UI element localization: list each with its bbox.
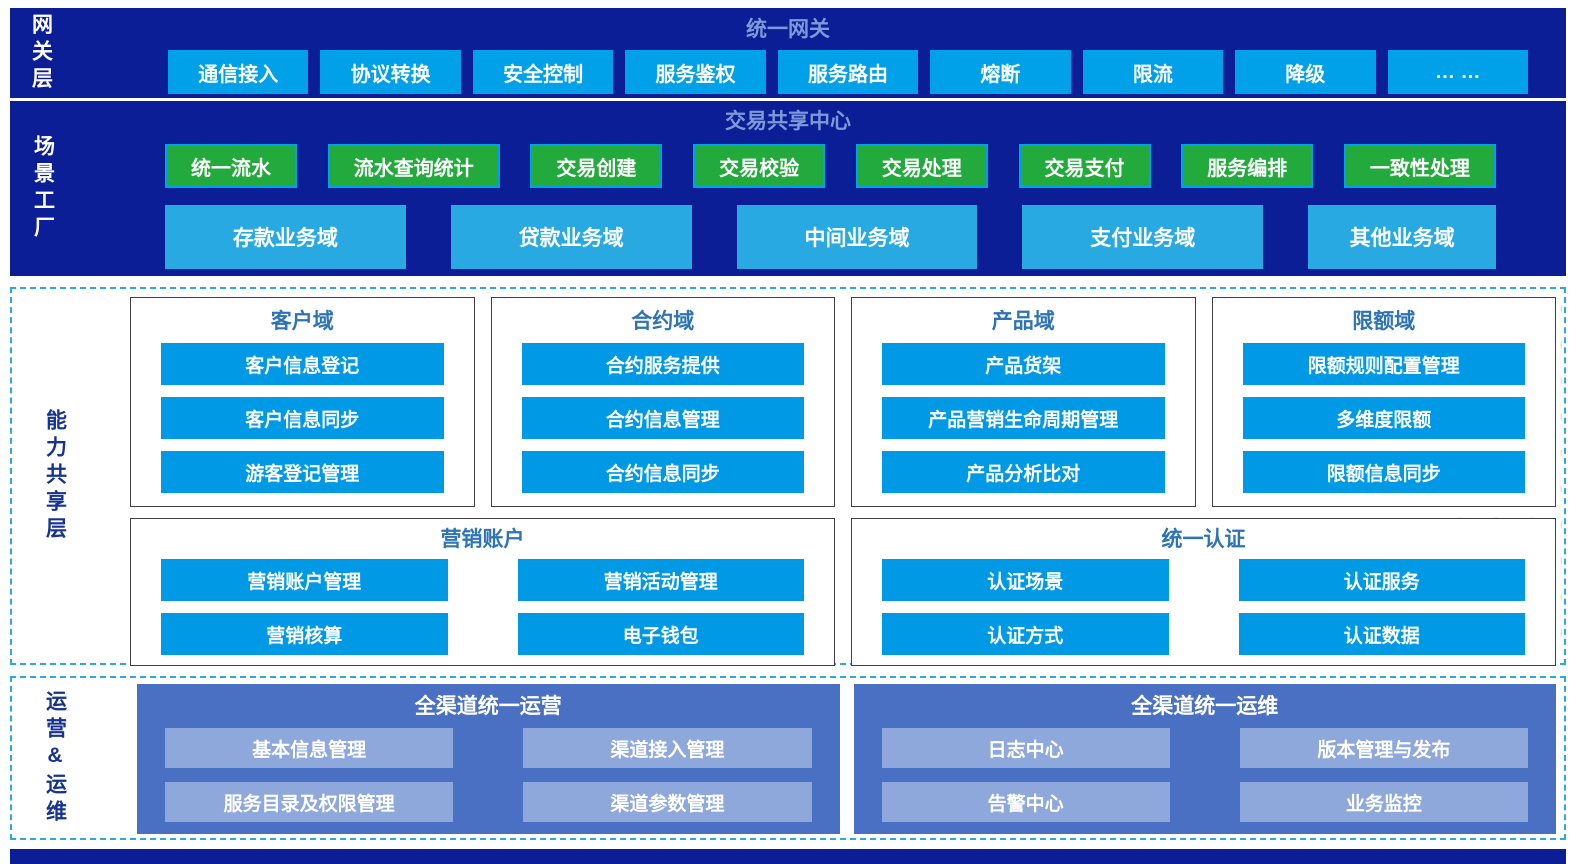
gateway-item-more: … … bbox=[1387, 50, 1528, 94]
business-domains-row: 存款业务域 贷款业务域 中间业务域 支付业务域 其他业务域 bbox=[165, 205, 1496, 269]
gateway-item: 限流 bbox=[1082, 50, 1224, 94]
operations-item: 渠道接入管理 bbox=[523, 728, 812, 768]
group-title: 合约域 bbox=[631, 310, 695, 333]
capability-layer: 能力共享层 客户域 客户信息登记 客户信息同步 游客登记管理 合约域 合约服务提… bbox=[10, 287, 1566, 666]
capability-item: 限额信息同步 bbox=[1242, 451, 1525, 493]
capability-item: 产品分析比对 bbox=[882, 451, 1165, 493]
group-title: 统一认证 bbox=[1161, 528, 1246, 551]
capability-body: 客户域 客户信息登记 客户信息同步 游客登记管理 合约域 合约服务提供 合约信息… bbox=[130, 297, 1556, 666]
group-title: 客户域 bbox=[270, 310, 334, 333]
capability-item: 产品营销生命周期管理 bbox=[882, 397, 1165, 439]
scenario-layer-label-col: 场景工厂 bbox=[10, 101, 76, 276]
scenario-factory-layer: 场景工厂 交易共享中心 统一流水 流水查询统计 交易创建 交易校验 交易处理 交… bbox=[10, 101, 1566, 276]
business-domain-item: 存款业务域 bbox=[165, 205, 406, 269]
capability-item: 多维度限额 bbox=[1242, 397, 1525, 439]
service-item: 流水查询统计 bbox=[327, 144, 500, 188]
operations-layer: 运营&运维 全渠道统一运营 基本信息管理 渠道接入管理 服务目录及权限管理 渠道… bbox=[10, 676, 1566, 840]
gateway-layer-label: 网关层 bbox=[29, 12, 53, 94]
group-title: 营销账户 bbox=[440, 528, 525, 551]
operations-layer-label: 运营&运维 bbox=[43, 689, 67, 827]
capability-item: 营销活动管理 bbox=[517, 559, 804, 601]
capability-item: 限额规则配置管理 bbox=[1242, 343, 1525, 385]
group-title: 产品域 bbox=[991, 310, 1055, 333]
bottom-bar bbox=[10, 849, 1566, 864]
group-items: 日志中心 版本管理与发布 告警中心 业务监控 bbox=[881, 728, 1528, 822]
operations-item: 版本管理与发布 bbox=[1239, 728, 1528, 768]
capability-item: 电子钱包 bbox=[517, 613, 804, 655]
group-quota-domain: 限额域 限额规则配置管理 多维度限额 限额信息同步 bbox=[1211, 297, 1556, 507]
gateway-title: 统一网关 bbox=[746, 18, 830, 41]
capability-item: 认证服务 bbox=[1238, 559, 1525, 601]
gateway-layer: 网关层 统一网关 通信接入 协议转换 安全控制 服务鉴权 服务路由 熔断 限流 … bbox=[10, 8, 1566, 98]
service-item: 交易校验 bbox=[693, 144, 826, 188]
ops-group-title: 全渠道统一运营 bbox=[414, 695, 562, 718]
capability-layer-label: 能力共享层 bbox=[43, 408, 67, 544]
capability-row1: 客户域 客户信息登记 客户信息同步 游客登记管理 合约域 合约服务提供 合约信息… bbox=[130, 297, 1556, 507]
transaction-services-row: 统一流水 流水查询统计 交易创建 交易校验 交易处理 交易支付 服务编排 一致性… bbox=[165, 144, 1496, 188]
operations-body: 全渠道统一运营 基本信息管理 渠道接入管理 服务目录及权限管理 渠道参数管理 全… bbox=[137, 684, 1556, 834]
gateway-layer-label-col: 网关层 bbox=[10, 8, 72, 98]
gateway-item: 降级 bbox=[1235, 50, 1376, 94]
ops-group-title: 全渠道统一运维 bbox=[1131, 695, 1279, 718]
business-domain-item: 其他业务域 bbox=[1308, 205, 1496, 269]
service-item: 统一流水 bbox=[165, 144, 297, 188]
capability-item: 合约服务提供 bbox=[521, 343, 804, 385]
operations-item: 告警中心 bbox=[881, 782, 1170, 822]
group-marketing-account: 营销账户 营销账户管理 营销活动管理 营销核算 电子钱包 bbox=[130, 518, 835, 666]
service-item: 服务编排 bbox=[1181, 144, 1314, 188]
group-omnichannel-maintenance: 全渠道统一运维 日志中心 版本管理与发布 告警中心 业务监控 bbox=[853, 684, 1556, 834]
gateway-item: 协议转换 bbox=[320, 50, 461, 94]
group-items: 产品货架 产品营销生命周期管理 产品分析比对 bbox=[882, 343, 1165, 493]
group-title: 限额域 bbox=[1352, 310, 1416, 333]
capability-item: 认证数据 bbox=[1238, 613, 1525, 655]
group-items: 限额规则配置管理 多维度限额 限额信息同步 bbox=[1242, 343, 1525, 493]
business-domain-item: 支付业务域 bbox=[1022, 205, 1264, 269]
operations-layer-label-col: 运营&运维 bbox=[12, 678, 98, 838]
service-item: 一致性处理 bbox=[1343, 144, 1496, 188]
capability-item: 产品货架 bbox=[882, 343, 1165, 385]
capability-item: 营销账户管理 bbox=[161, 559, 448, 601]
operations-item: 渠道参数管理 bbox=[523, 782, 812, 822]
group-omnichannel-operation: 全渠道统一运营 基本信息管理 渠道接入管理 服务目录及权限管理 渠道参数管理 bbox=[137, 684, 840, 834]
group-items: 客户信息登记 客户信息同步 游客登记管理 bbox=[161, 343, 444, 493]
group-product-domain: 产品域 产品货架 产品营销生命周期管理 产品分析比对 bbox=[851, 297, 1196, 507]
gateway-item: 熔断 bbox=[930, 50, 1071, 94]
service-item: 交易支付 bbox=[1018, 144, 1151, 188]
operations-item: 基本信息管理 bbox=[165, 728, 454, 768]
scenario-layer-label: 场景工厂 bbox=[31, 134, 55, 243]
capability-row2: 营销账户 营销账户管理 营销活动管理 营销核算 电子钱包 统一认证 认证场景 认… bbox=[130, 518, 1556, 666]
operations-item: 业务监控 bbox=[1239, 782, 1528, 822]
capability-item: 客户信息登记 bbox=[161, 343, 444, 385]
group-items: 营销账户管理 营销活动管理 营销核算 电子钱包 bbox=[161, 559, 804, 655]
group-items: 基本信息管理 渠道接入管理 服务目录及权限管理 渠道参数管理 bbox=[165, 728, 812, 822]
capability-item: 营销核算 bbox=[161, 613, 448, 655]
gateway-item: 通信接入 bbox=[168, 50, 309, 94]
operations-item: 日志中心 bbox=[881, 728, 1170, 768]
group-unified-auth: 统一认证 认证场景 认证服务 认证方式 认证数据 bbox=[851, 518, 1556, 666]
gateway-item: 服务路由 bbox=[777, 50, 919, 94]
service-item: 交易创建 bbox=[530, 144, 663, 188]
service-item: 交易处理 bbox=[855, 144, 988, 188]
gateway-item: 安全控制 bbox=[472, 50, 614, 94]
gateway-items-row: 通信接入 协议转换 安全控制 服务鉴权 服务路由 熔断 限流 降级 … … bbox=[168, 50, 1528, 94]
operations-item: 服务目录及权限管理 bbox=[165, 782, 454, 822]
capability-item: 认证方式 bbox=[882, 613, 1169, 655]
transaction-center-title: 交易共享中心 bbox=[725, 110, 851, 133]
business-domain-item: 贷款业务域 bbox=[450, 205, 692, 269]
business-domain-item: 中间业务域 bbox=[736, 205, 978, 269]
group-items: 合约服务提供 合约信息管理 合约信息同步 bbox=[521, 343, 804, 493]
group-customer-domain: 客户域 客户信息登记 客户信息同步 游客登记管理 bbox=[130, 297, 475, 507]
group-contract-domain: 合约域 合约服务提供 合约信息管理 合约信息同步 bbox=[490, 297, 835, 507]
capability-item: 游客登记管理 bbox=[161, 451, 444, 493]
capability-layer-label-col: 能力共享层 bbox=[12, 289, 98, 663]
capability-item: 客户信息同步 bbox=[161, 397, 444, 439]
gateway-item: 服务鉴权 bbox=[625, 50, 766, 94]
capability-item: 合约信息同步 bbox=[521, 451, 804, 493]
capability-item: 认证场景 bbox=[882, 559, 1169, 601]
capability-item: 合约信息管理 bbox=[521, 397, 804, 439]
group-items: 认证场景 认证服务 认证方式 认证数据 bbox=[882, 559, 1525, 655]
